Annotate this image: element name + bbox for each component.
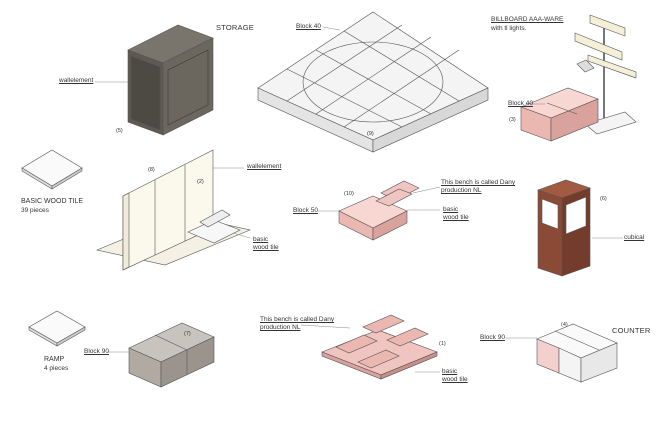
wallelement-label-2: wallelement: [247, 163, 282, 170]
counter-unit: [536, 323, 618, 383]
block-50-with-bench: [338, 180, 420, 241]
basic-wood-tile-caption: BASIC WOOD TILE: [21, 198, 84, 205]
wood-tile-label-1: wood tile: [253, 244, 279, 251]
number-2: (2): [197, 179, 204, 185]
pieces-4: 4 pieces: [44, 365, 69, 372]
billboard-subtitle: with tl lights.: [491, 25, 527, 32]
bench-top-label-2: production NL: [441, 187, 482, 194]
floor-tiles: [257, 11, 489, 153]
number-6: (6): [600, 196, 607, 202]
billboard-title: BILLBOARD AAA-WARE: [491, 16, 564, 23]
block50-label: Block 50: [293, 207, 318, 214]
pieces-39: 39 pieces: [21, 207, 49, 214]
cubical-unit: [537, 179, 591, 277]
number-8: (8): [148, 167, 155, 173]
block90-left-label: Block 90: [84, 348, 109, 355]
number-10: (10): [344, 191, 354, 197]
number-7: (7): [184, 331, 191, 337]
number-3: (3): [509, 117, 516, 123]
billboard-unit: [520, 14, 637, 142]
storage-unit: [127, 24, 214, 136]
ramp-caption: RAMP: [44, 356, 65, 363]
basic-label-3: basic: [442, 368, 458, 375]
block90-right-label: Block 90: [480, 334, 505, 341]
basic-wood-tile: [21, 149, 83, 190]
bench-bottom-label-2: production NL: [260, 324, 301, 331]
wallelement-label-1: wallelement: [59, 77, 94, 84]
basic-label-2: basic: [443, 206, 459, 213]
block40-top-label: Block 40: [296, 23, 321, 30]
wood-tile-label-2: wood tile: [443, 214, 469, 221]
cubical-label: cubical: [624, 234, 645, 241]
bench-platform: [321, 314, 438, 380]
wall-element: [96, 149, 251, 271]
bench-bottom-label-1: This bench is called Dany: [260, 316, 335, 323]
block40-right-label: Block 40: [508, 100, 533, 107]
number-4: (4): [561, 322, 568, 328]
number-9: (9): [367, 131, 374, 137]
bench-top-label-1: This bench is called Dany: [441, 179, 516, 186]
leader-lines: [95, 26, 623, 373]
storage-caption: STORAGE: [216, 23, 254, 32]
block-90-grey: [128, 322, 215, 388]
number-5: (5): [116, 128, 123, 134]
ramp-tile: [28, 310, 86, 347]
number-1: (1): [439, 341, 446, 347]
counter-caption: COUNTER: [612, 326, 651, 335]
wood-tile-label-3: wood tile: [442, 376, 468, 383]
basic-label-1: basic: [253, 236, 269, 243]
